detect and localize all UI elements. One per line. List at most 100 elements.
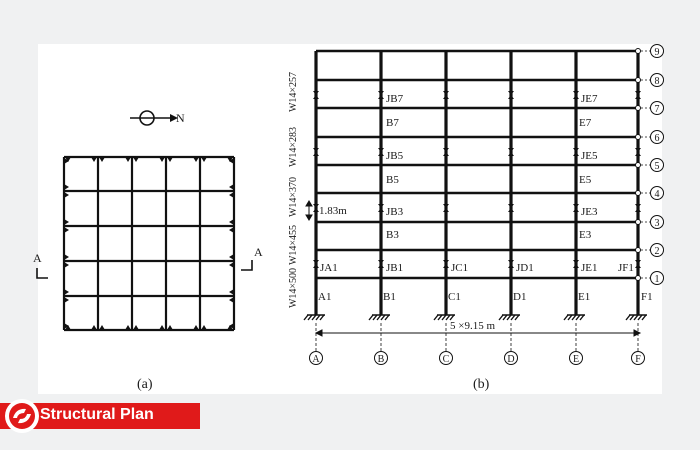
level-label: 1 bbox=[655, 274, 660, 285]
member-label: B3 bbox=[386, 229, 399, 241]
column-splice-mark bbox=[378, 148, 384, 152]
column-splice-mark bbox=[573, 95, 579, 99]
column-splice-mark bbox=[635, 264, 641, 268]
elevation-caption: (b) bbox=[473, 377, 490, 392]
column-splice-mark bbox=[573, 152, 579, 156]
plan-moment-connection-mark bbox=[229, 192, 234, 198]
axis-label: D bbox=[507, 354, 514, 365]
column-splice-mark bbox=[443, 260, 449, 264]
structural-plan-logo-icon bbox=[5, 399, 39, 433]
splice-label: JE3 bbox=[581, 206, 598, 218]
plan-moment-connection-mark bbox=[64, 254, 69, 260]
column-splice-mark bbox=[443, 204, 449, 208]
plan-caption: (a) bbox=[137, 377, 153, 392]
column-splice-mark bbox=[313, 208, 319, 212]
plan-moment-connection-mark bbox=[193, 325, 199, 330]
splice-label: JD1 bbox=[516, 262, 534, 274]
column-splice-mark bbox=[378, 260, 384, 264]
fixed-support-icon bbox=[625, 314, 647, 321]
fixed-support-icon bbox=[368, 314, 390, 321]
span-label: 5 ×9.15 m bbox=[450, 320, 495, 332]
level-label: 7 bbox=[655, 104, 660, 115]
figure-panel bbox=[38, 44, 662, 394]
column-size-label: W14×500 bbox=[288, 268, 299, 308]
column-splice-mark bbox=[443, 95, 449, 99]
plan-moment-connection-mark bbox=[99, 157, 105, 162]
plan-moment-connection-mark bbox=[193, 157, 199, 162]
axis-label: A bbox=[312, 354, 320, 365]
column-splice-mark bbox=[635, 152, 641, 156]
column-size-label: W14×257 bbox=[288, 72, 299, 112]
plan-moment-connection-mark bbox=[229, 297, 234, 303]
column-size-label: W14×370 bbox=[288, 177, 299, 217]
axis-bubble bbox=[309, 351, 323, 365]
plan-moment-connection-mark bbox=[229, 323, 234, 329]
level-label: 9 bbox=[655, 47, 660, 58]
level-label: 2 bbox=[655, 246, 660, 257]
axis-label: F bbox=[635, 354, 641, 365]
section-marker-left bbox=[36, 268, 48, 279]
splice-label: JE5 bbox=[581, 150, 598, 162]
plan-moment-connection-mark bbox=[133, 157, 139, 162]
column-splice-mark bbox=[378, 91, 384, 95]
column-splice-mark bbox=[313, 264, 319, 268]
axis-label: B bbox=[378, 354, 385, 365]
frame-beams bbox=[316, 49, 638, 280]
column-splice-mark bbox=[635, 208, 641, 212]
plan-moment-connection-mark bbox=[64, 227, 69, 233]
member-label: F1 bbox=[641, 291, 653, 303]
column-splice-mark bbox=[635, 91, 641, 95]
axis-bubble bbox=[631, 351, 645, 365]
plan-moment-connection-mark bbox=[159, 157, 165, 162]
column-splice-mark bbox=[508, 95, 514, 99]
fixed-support-icon bbox=[563, 314, 585, 321]
splice-label: JC1 bbox=[451, 262, 468, 274]
brand-text: Structural Plan bbox=[40, 406, 154, 423]
column-splice-mark bbox=[573, 260, 579, 264]
level-bubble bbox=[650, 186, 664, 200]
level-node bbox=[635, 190, 641, 196]
level-bubble bbox=[650, 215, 664, 229]
column-splice-mark bbox=[635, 95, 641, 99]
column-splice-mark bbox=[313, 152, 319, 156]
plan-moment-connection-mark bbox=[167, 157, 173, 162]
plan-moment-connection-mark bbox=[229, 227, 234, 233]
plan-moment-connection-mark bbox=[229, 254, 234, 260]
fixed-support-icon bbox=[433, 314, 455, 321]
plan-moment-connection-mark bbox=[64, 184, 69, 190]
floor-height-label: 1.83m bbox=[319, 205, 347, 217]
level-node bbox=[635, 162, 641, 168]
plan-moment-connection-mark bbox=[99, 325, 105, 330]
member-label: A1 bbox=[318, 291, 331, 303]
level-bubble bbox=[650, 130, 664, 144]
column-splice-mark bbox=[443, 264, 449, 268]
level-node bbox=[635, 275, 641, 281]
plan-moment-connection-mark bbox=[125, 325, 131, 330]
column-splice-mark bbox=[508, 152, 514, 156]
column-splice-mark bbox=[313, 148, 319, 152]
level-bubble bbox=[650, 73, 664, 87]
column-splice-mark bbox=[635, 260, 641, 264]
plan-moment-connection-mark bbox=[64, 158, 69, 164]
section-marker-right bbox=[241, 260, 253, 271]
column-size-labels: W14×257 W14×283 W14×370 W14×455 W14×500 bbox=[288, 72, 299, 308]
column-splice-mark bbox=[635, 204, 641, 208]
plan-moment-connection-mark bbox=[201, 157, 207, 162]
plan-grid bbox=[62, 155, 236, 332]
axis-bubble bbox=[569, 351, 583, 365]
splice-label: JE1 bbox=[581, 262, 598, 274]
column-splice-mark bbox=[573, 264, 579, 268]
level-label: 5 bbox=[655, 161, 660, 172]
column-splice-mark bbox=[573, 91, 579, 95]
axis-bubble bbox=[374, 351, 388, 365]
fixed-support-icon bbox=[303, 314, 325, 321]
north-label: N bbox=[176, 111, 185, 125]
plan-moment-connection-mark bbox=[229, 158, 234, 164]
level-bubble bbox=[650, 101, 664, 115]
column-splice-mark bbox=[313, 91, 319, 95]
column-splice-mark bbox=[443, 91, 449, 95]
level-label: 8 bbox=[655, 76, 660, 87]
floor-height-dimension bbox=[305, 200, 313, 221]
